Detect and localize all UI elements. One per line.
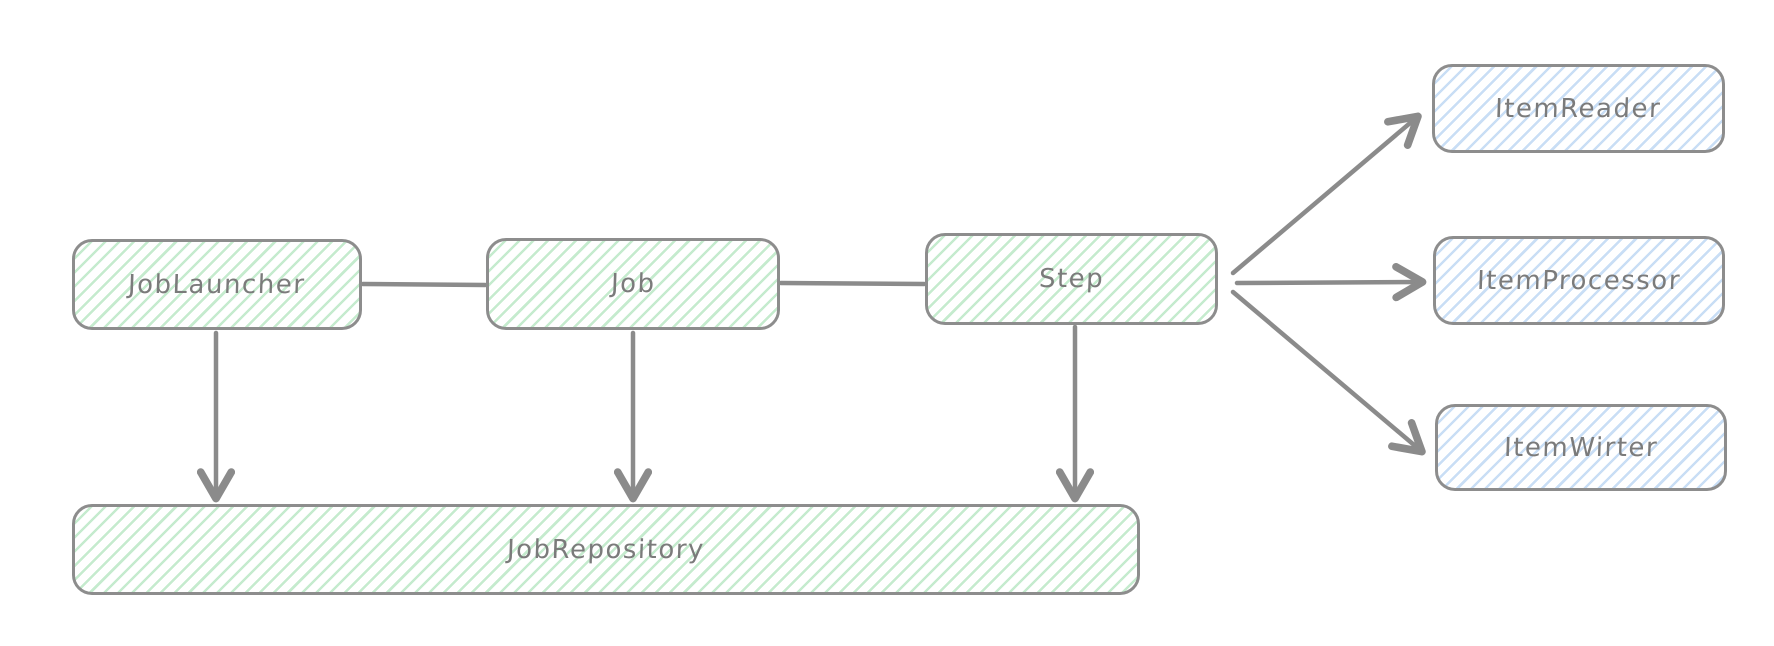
- node-joblauncher: JobLauncher: [72, 239, 362, 330]
- node-itemreader: ItemReader: [1432, 64, 1725, 153]
- node-step: Step: [925, 233, 1218, 325]
- node-itemwriter: ItemWirter: [1435, 404, 1727, 491]
- node-itemreader-label: ItemReader: [1494, 93, 1663, 124]
- node-itemprocessor-label: ItemProcessor: [1476, 265, 1682, 296]
- node-job-label: Job: [610, 269, 656, 299]
- arrow-step-itemwriter: [1230, 289, 1426, 456]
- node-joblauncher-label: JobLauncher: [127, 269, 307, 300]
- arrow-step-itemreader: [1230, 112, 1422, 276]
- node-itemwriter-label: ItemWirter: [1503, 432, 1659, 463]
- node-jobrepository-label: JobRepository: [506, 534, 706, 565]
- node-step-label: Step: [1038, 264, 1105, 294]
- connector-joblauncher-job: [360, 281, 488, 288]
- node-itemprocessor: ItemProcessor: [1433, 236, 1725, 325]
- node-jobrepository: JobRepository: [72, 504, 1140, 595]
- arrow-step-itemprocessor: [1234, 263, 1427, 302]
- node-job: Job: [486, 238, 780, 330]
- connector-job-step: [778, 280, 927, 287]
